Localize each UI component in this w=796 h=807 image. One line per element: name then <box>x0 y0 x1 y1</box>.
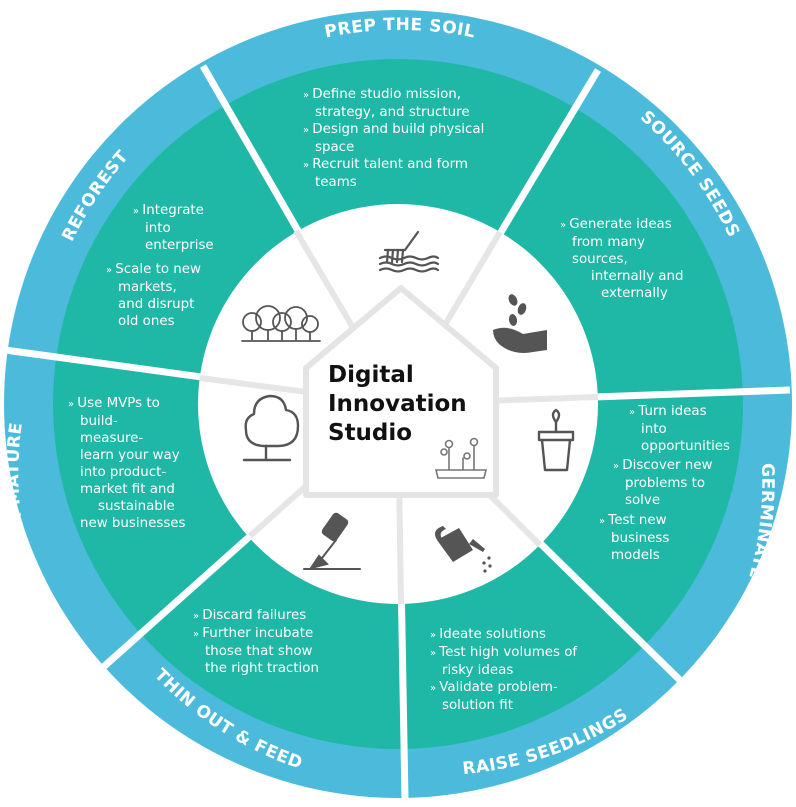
section-source-bullets: Generate ideas from many sources, intern… <box>560 216 683 302</box>
hand-with-seeds-icon <box>493 294 547 353</box>
bullet-line: opportunities <box>641 439 731 454</box>
bullet-line: into <box>641 422 667 437</box>
bullet-line: measure- <box>80 431 144 446</box>
section-germinate-bullets-3: Test new business models <box>599 512 669 564</box>
bullet-line: Design and build physical <box>303 121 484 139</box>
bullet-line: enterprise <box>145 238 214 253</box>
bullet-line: problems to <box>625 476 706 491</box>
bullet-line: old ones <box>118 314 175 329</box>
section-raise-bullets: Ideate solutions Test high volumes of ri… <box>430 626 577 714</box>
bullet-line: sustainable <box>98 499 175 514</box>
bullet-line: internally and <box>591 269 684 284</box>
house-outline <box>303 285 499 498</box>
rake-in-soil-icon <box>378 230 440 273</box>
bullet-line: market fit and <box>80 482 175 497</box>
bullet-line: new businesses <box>80 516 186 531</box>
bullet-line: markets, <box>118 280 177 295</box>
bullet-line: solution fit <box>442 698 513 713</box>
bullet-line: into product- <box>80 465 167 480</box>
bullet-line: Define studio mission, <box>303 86 484 104</box>
bullet-line: solve <box>625 493 661 508</box>
bullet-line: space <box>315 140 355 155</box>
bullet-line: the right traction <box>205 661 319 676</box>
bullet-line: Ideate solutions <box>430 626 577 644</box>
bullet-line: those that show <box>205 644 313 659</box>
bullet-line: Scale to new <box>106 261 201 279</box>
bullet-line: teams <box>315 175 357 190</box>
section-reforest-bullets-2: Scale to new markets, and disrupt old on… <box>106 261 201 330</box>
seedlings-icon <box>434 437 488 479</box>
forest-icon <box>241 305 321 342</box>
bullet-line: sources, <box>572 252 628 267</box>
bullet-line: Discard failures <box>193 607 319 625</box>
bullet-line: learn your way <box>80 448 180 463</box>
watering-can-icon <box>435 526 492 573</box>
center-title: Digital Innovation Studio <box>328 361 467 448</box>
bullet-line: from many <box>572 235 646 250</box>
bullet-line: strategy, and structure <box>315 105 470 120</box>
bullet-line: Use MVPs to <box>68 395 186 413</box>
center-title-line-3: Studio <box>328 420 413 446</box>
section-germinate-bullets: Turn ideas into opportunities <box>629 403 730 455</box>
bullet-line: business <box>611 531 670 546</box>
bullet-line: Test high volumes of <box>430 644 577 662</box>
bullet-line: Test new <box>599 512 669 530</box>
bullet-line: models <box>611 548 660 563</box>
sprout-pot-icon <box>537 408 575 472</box>
bullet-line: Generate ideas <box>560 216 683 234</box>
center-title-line-1: Digital <box>328 362 414 388</box>
center-title-line-2: Innovation <box>328 391 467 417</box>
section-grow-bullets: Use MVPs to build- measure- learn your w… <box>68 395 186 532</box>
bullet-line: Validate problem- <box>430 679 577 697</box>
bullet-line: into <box>145 221 171 236</box>
bullet-line: risky ideas <box>442 663 514 678</box>
bullet-line: and disrupt <box>118 297 195 312</box>
section-reforest-bullets: Integrate into enterprise <box>133 202 214 254</box>
bullet-line: Turn ideas <box>629 403 730 421</box>
section-prep-bullets: Define studio mission, strategy, and str… <box>303 86 484 191</box>
hand-trowel-icon <box>303 512 361 570</box>
bullet-line: Integrate <box>133 202 214 220</box>
bullet-line: Recruit talent and form <box>303 156 484 174</box>
section-germinate-bullets-2: Discover new problems to solve <box>613 457 712 509</box>
bullet-line: externally <box>601 286 668 301</box>
tree-icon <box>242 394 300 462</box>
section-thin-bullets: Discard failures Further incubate those … <box>193 607 319 677</box>
bullet-line: Discover new <box>613 457 712 475</box>
bullet-line: Further incubate <box>193 625 319 643</box>
bullet-line: build- <box>80 414 118 429</box>
